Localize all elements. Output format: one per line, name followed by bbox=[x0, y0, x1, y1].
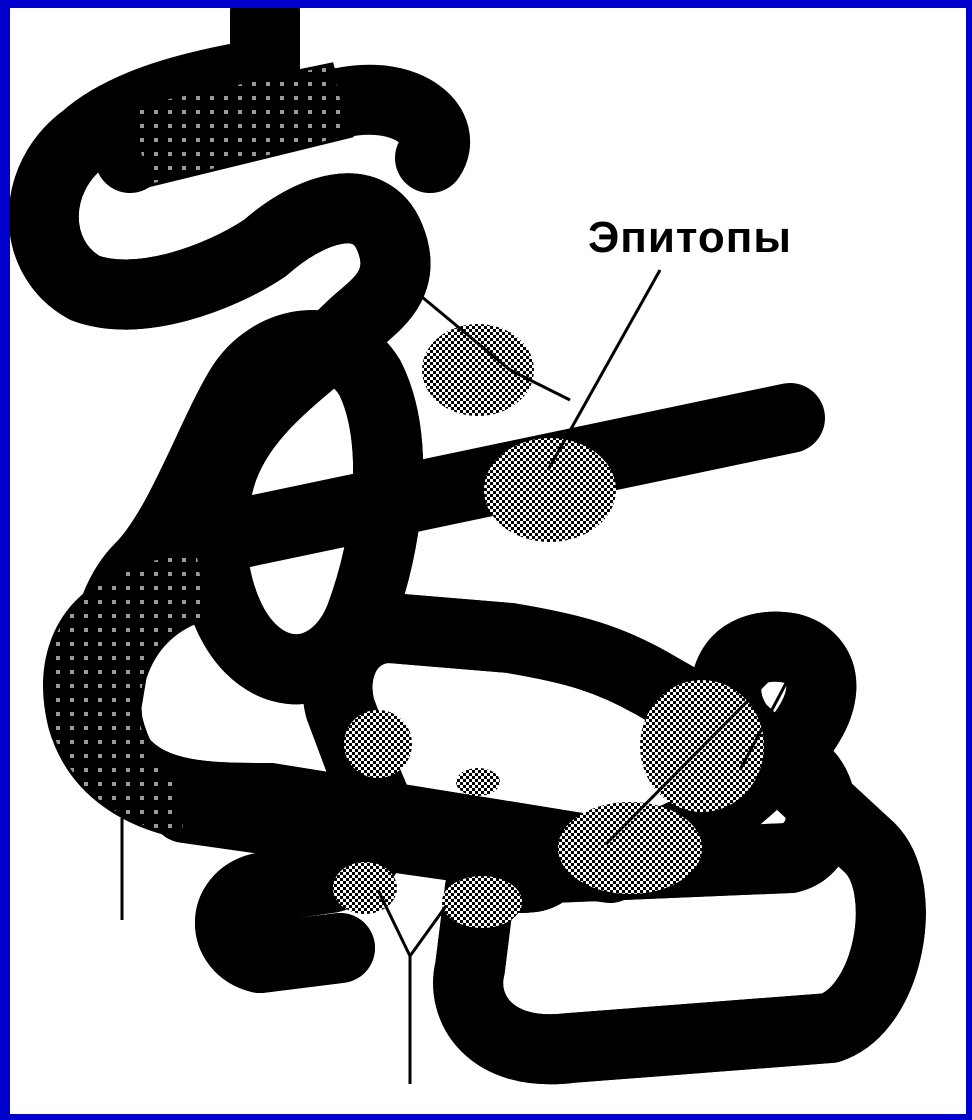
center-top-epitope bbox=[422, 324, 534, 416]
center-epitope bbox=[484, 438, 616, 542]
epitopes-label: Эпитопы bbox=[588, 216, 792, 260]
diagram-canvas: Эпитопы bbox=[10, 8, 966, 1114]
middle-bump-epitope bbox=[456, 768, 500, 796]
bottom-epitope-b bbox=[442, 876, 522, 928]
right-lower-epitope bbox=[558, 802, 702, 894]
protein-diagram bbox=[10, 8, 966, 1114]
lower-left-epitope bbox=[344, 710, 412, 778]
